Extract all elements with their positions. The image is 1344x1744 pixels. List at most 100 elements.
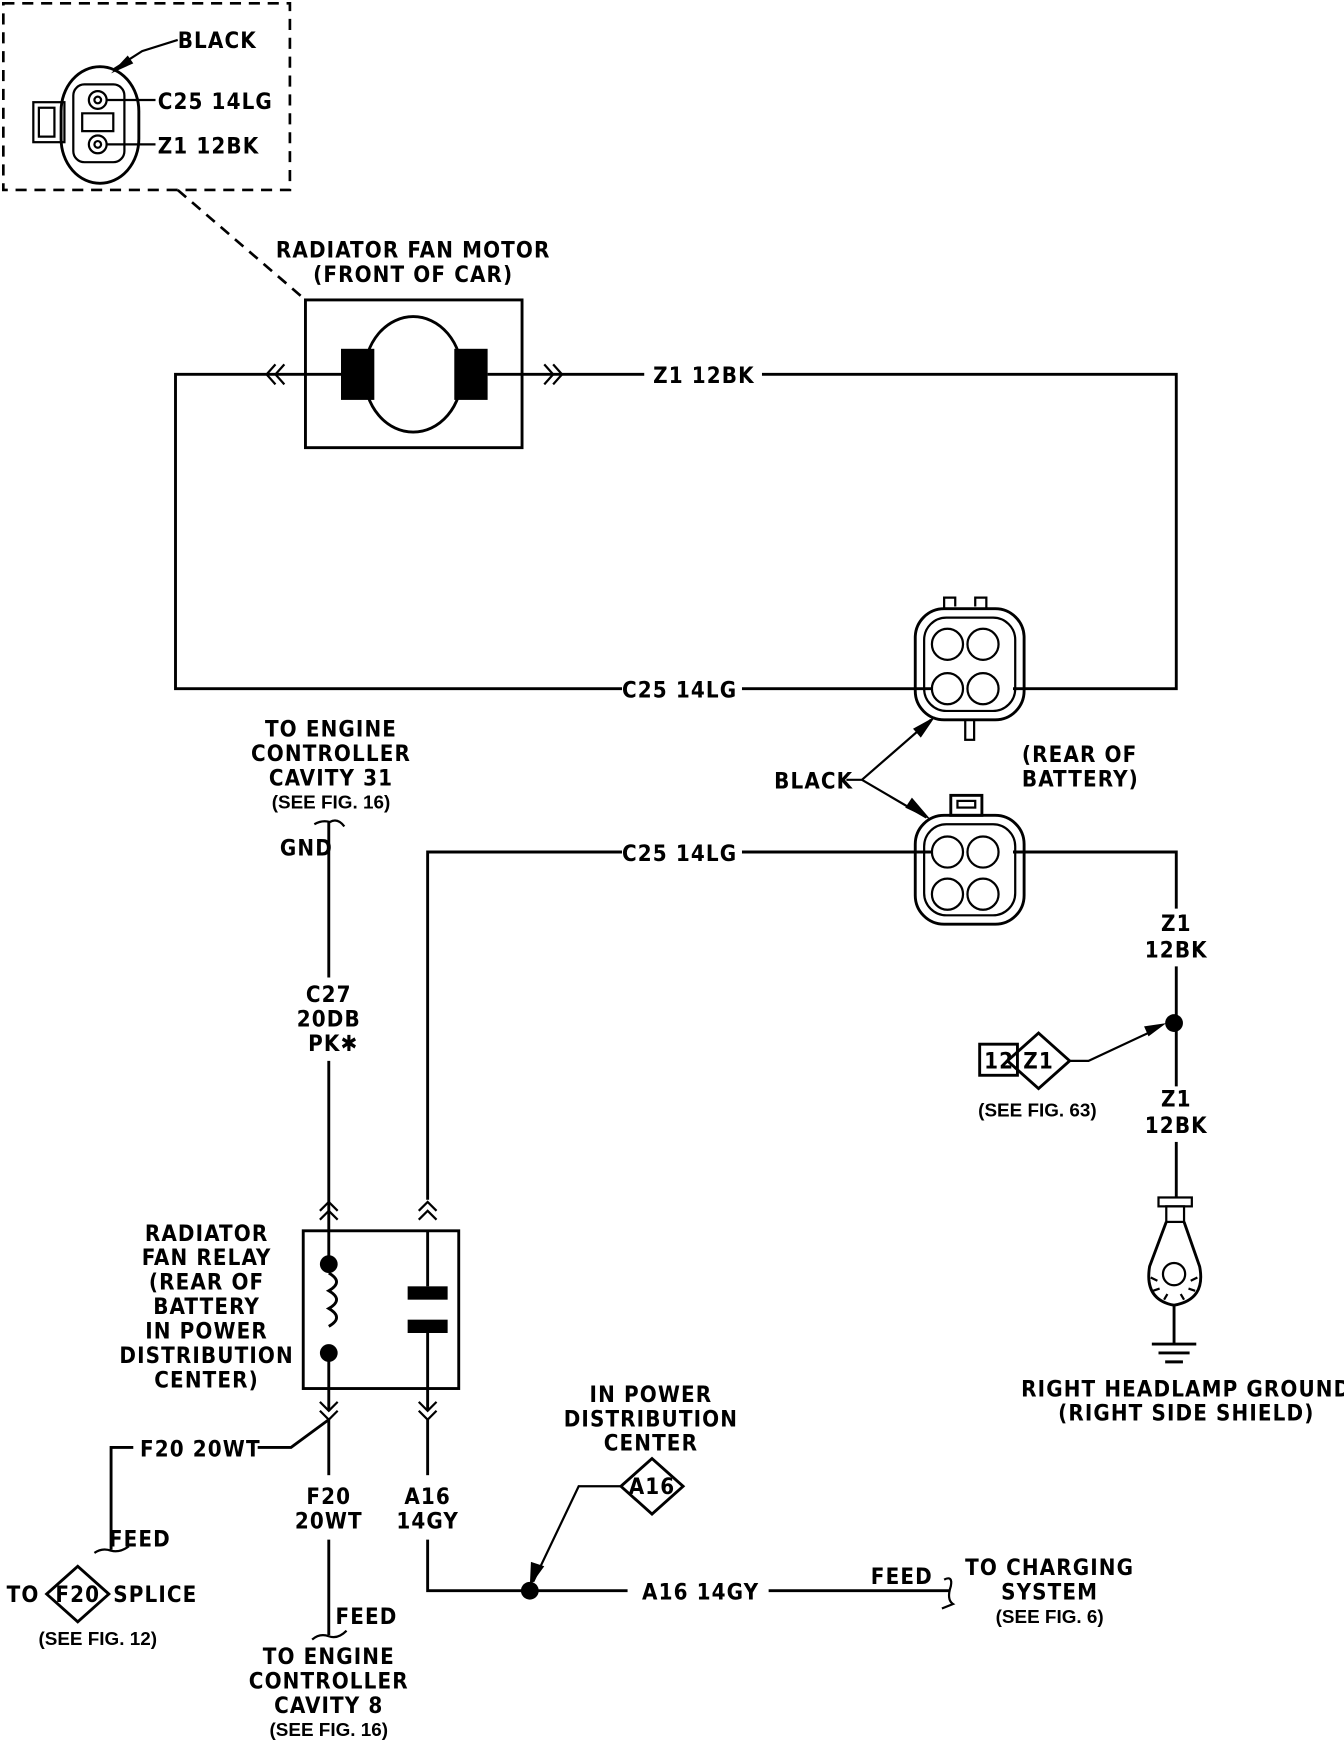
ec8-ref[interactable]: (SEE FIG. 16) (270, 1720, 389, 1741)
f20-wire-branch (257, 1418, 330, 1449)
inset-border (1, 1, 292, 192)
wire-label-c27: C27 (306, 982, 352, 1008)
battery-connector-lower (913, 793, 1026, 926)
wire-label-12bk-a: 12BK (1145, 938, 1208, 964)
relay-label-2: FAN RELAY (142, 1245, 272, 1271)
arrowhead-icon (111, 55, 134, 74)
ec8-label-3: CAVITY 8 (274, 1693, 383, 1719)
wire-label-z1-top: Z1 12BK (653, 363, 755, 389)
relay-label-7: CENTER) (154, 1367, 259, 1393)
arrowhead-icon (529, 1561, 545, 1587)
relay-label-1: RADIATOR (145, 1221, 268, 1247)
headlamp-ground-label: RIGHT HEADLAMP GROUND (1021, 1376, 1344, 1402)
pin-label-z1: Z1 12BK (158, 133, 260, 159)
f20-splice-diamond-icon[interactable] (44, 1564, 112, 1624)
wire-label-a16-h: A16 14GY (642, 1580, 759, 1606)
connector-icon (417, 1200, 438, 1221)
relay-label-4: BATTERY (153, 1294, 260, 1320)
wire-label-z1-b: Z1 (1161, 1086, 1192, 1112)
pdc-a16-label: A16 (629, 1474, 676, 1500)
wire-label-pk: PK✱ (308, 1031, 358, 1057)
ec8-feed: FEED (335, 1604, 397, 1630)
wire-label-a16-v: A16 (404, 1484, 451, 1510)
splice-diamond-icon (1005, 1031, 1072, 1091)
splice-diamond-label: Z1 (1023, 1049, 1054, 1075)
fan-motor-label: RADIATOR FAN MOTOR (276, 238, 551, 264)
ec31-ref[interactable]: (SEE FIG. 16) (272, 793, 391, 814)
ec31-label-1: TO ENGINE (265, 716, 397, 742)
z1-wire-down (1012, 850, 1178, 909)
relay-label-5: IN POWER (145, 1319, 268, 1345)
charging-label-2: SYSTEM (1001, 1580, 1098, 1606)
connector-color-label: BLACK (178, 28, 258, 54)
f20-splice-diamond-label: F20 (55, 1582, 100, 1608)
ec8-label-1: TO ENGINE (263, 1644, 395, 1670)
splice-node (520, 1581, 539, 1600)
motor-brush-left (340, 348, 375, 400)
splice-reference-z1[interactable]: 12 Z1 (SEE FIG. 63) (978, 1023, 1167, 1121)
pdc-label-2: DISTRIBUTION (564, 1406, 738, 1432)
arrowhead-icon (913, 716, 936, 738)
battery-connector-color-label: BLACK (774, 769, 854, 795)
wire-label-c25-upper: C25 14LG (622, 678, 737, 704)
motor-icon (362, 315, 464, 434)
f20-splice-label: SPLICE (113, 1582, 197, 1608)
wire-label-12bk-b: 12BK (1145, 1113, 1208, 1139)
connector-icon (319, 1200, 339, 1221)
pdc-label-1: IN POWER (590, 1382, 713, 1408)
pdc-label-3: CENTER (604, 1431, 698, 1457)
battery-location-label-1: (REAR OF (1022, 742, 1137, 768)
relay-box (301, 1229, 461, 1390)
headlamp-ground-eyelet-icon (1147, 1196, 1203, 1364)
arrowhead-icon (1144, 1023, 1167, 1037)
wire-label-f20-h: F20 20WT (140, 1436, 261, 1462)
pdc-leader (532, 1485, 621, 1583)
fan-motor-location: (FRONT OF CAR) (313, 262, 513, 288)
wire-break-icon (941, 1577, 956, 1610)
wire-label-c25-lower: C25 14LG (622, 841, 737, 867)
relay-coil-icon (325, 1271, 338, 1328)
pdc-a16-diamond-icon[interactable] (618, 1456, 686, 1516)
c25-wire-lower (426, 850, 623, 1200)
inset-leader-line (176, 188, 307, 301)
charging-feed: FEED (871, 1564, 933, 1590)
top-loop-wires: Z1 12BK C25 14LG (174, 363, 1178, 704)
splice-node (1165, 1014, 1183, 1032)
f20-wire-to-splice (109, 1445, 134, 1550)
connector-detail-inset: BLACK C25 14LG Z1 12BK (1, 1, 307, 301)
charging-label-1: TO CHARGING (965, 1555, 1134, 1581)
f20-splice-ref[interactable]: (SEE FIG. 12) (38, 1629, 157, 1650)
arrowhead-icon (905, 797, 931, 820)
z1-wire-right (761, 372, 1178, 691)
connector-left-icon (265, 363, 286, 386)
wire-label-20wt-v: 20WT (295, 1508, 363, 1534)
wire-break-icon (93, 1545, 130, 1554)
relay-contact-icon (407, 1286, 448, 1300)
radiator-fan-relay (301, 1200, 461, 1422)
connector-right-icon (543, 363, 564, 386)
wire-label-z1-a: Z1 (1161, 911, 1192, 937)
charging-ref[interactable]: (SEE FIG. 6) (996, 1607, 1104, 1628)
wire-label-f20-v: F20 (306, 1484, 351, 1510)
battery-connector-upper (913, 596, 1026, 741)
c25-wire-left (174, 372, 623, 691)
ec31-label-2: CONTROLLER (251, 741, 411, 767)
splice-ref-label[interactable]: (SEE FIG. 63) (978, 1100, 1097, 1121)
relay-label-3: (REAR OF (149, 1270, 264, 1296)
relay-label-6: DISTRIBUTION (119, 1343, 293, 1369)
two-pin-connector-icon (32, 65, 141, 185)
f20-splice-feed: FEED (109, 1526, 171, 1552)
wire-label-gnd: GND (280, 835, 333, 861)
f20-splice-to: TO (7, 1582, 40, 1608)
headlamp-ground-location: (RIGHT SIDE SHIELD) (1058, 1401, 1314, 1427)
pin-label-c25: C25 14LG (158, 89, 273, 115)
wire-label-20db: 20DB (297, 1006, 361, 1032)
wire-break-icon (311, 1629, 348, 1641)
battery-location-label-2: BATTERY) (1022, 766, 1139, 792)
wire-label-14gy-v: 14GY (396, 1508, 459, 1534)
a16-wire (426, 1539, 628, 1593)
ec31-label-3: CAVITY 31 (269, 765, 393, 791)
ec8-label-2: CONTROLLER (249, 1668, 409, 1694)
radiator-fan-motor: RADIATOR FAN MOTOR (FRONT OF CAR) (276, 238, 551, 450)
